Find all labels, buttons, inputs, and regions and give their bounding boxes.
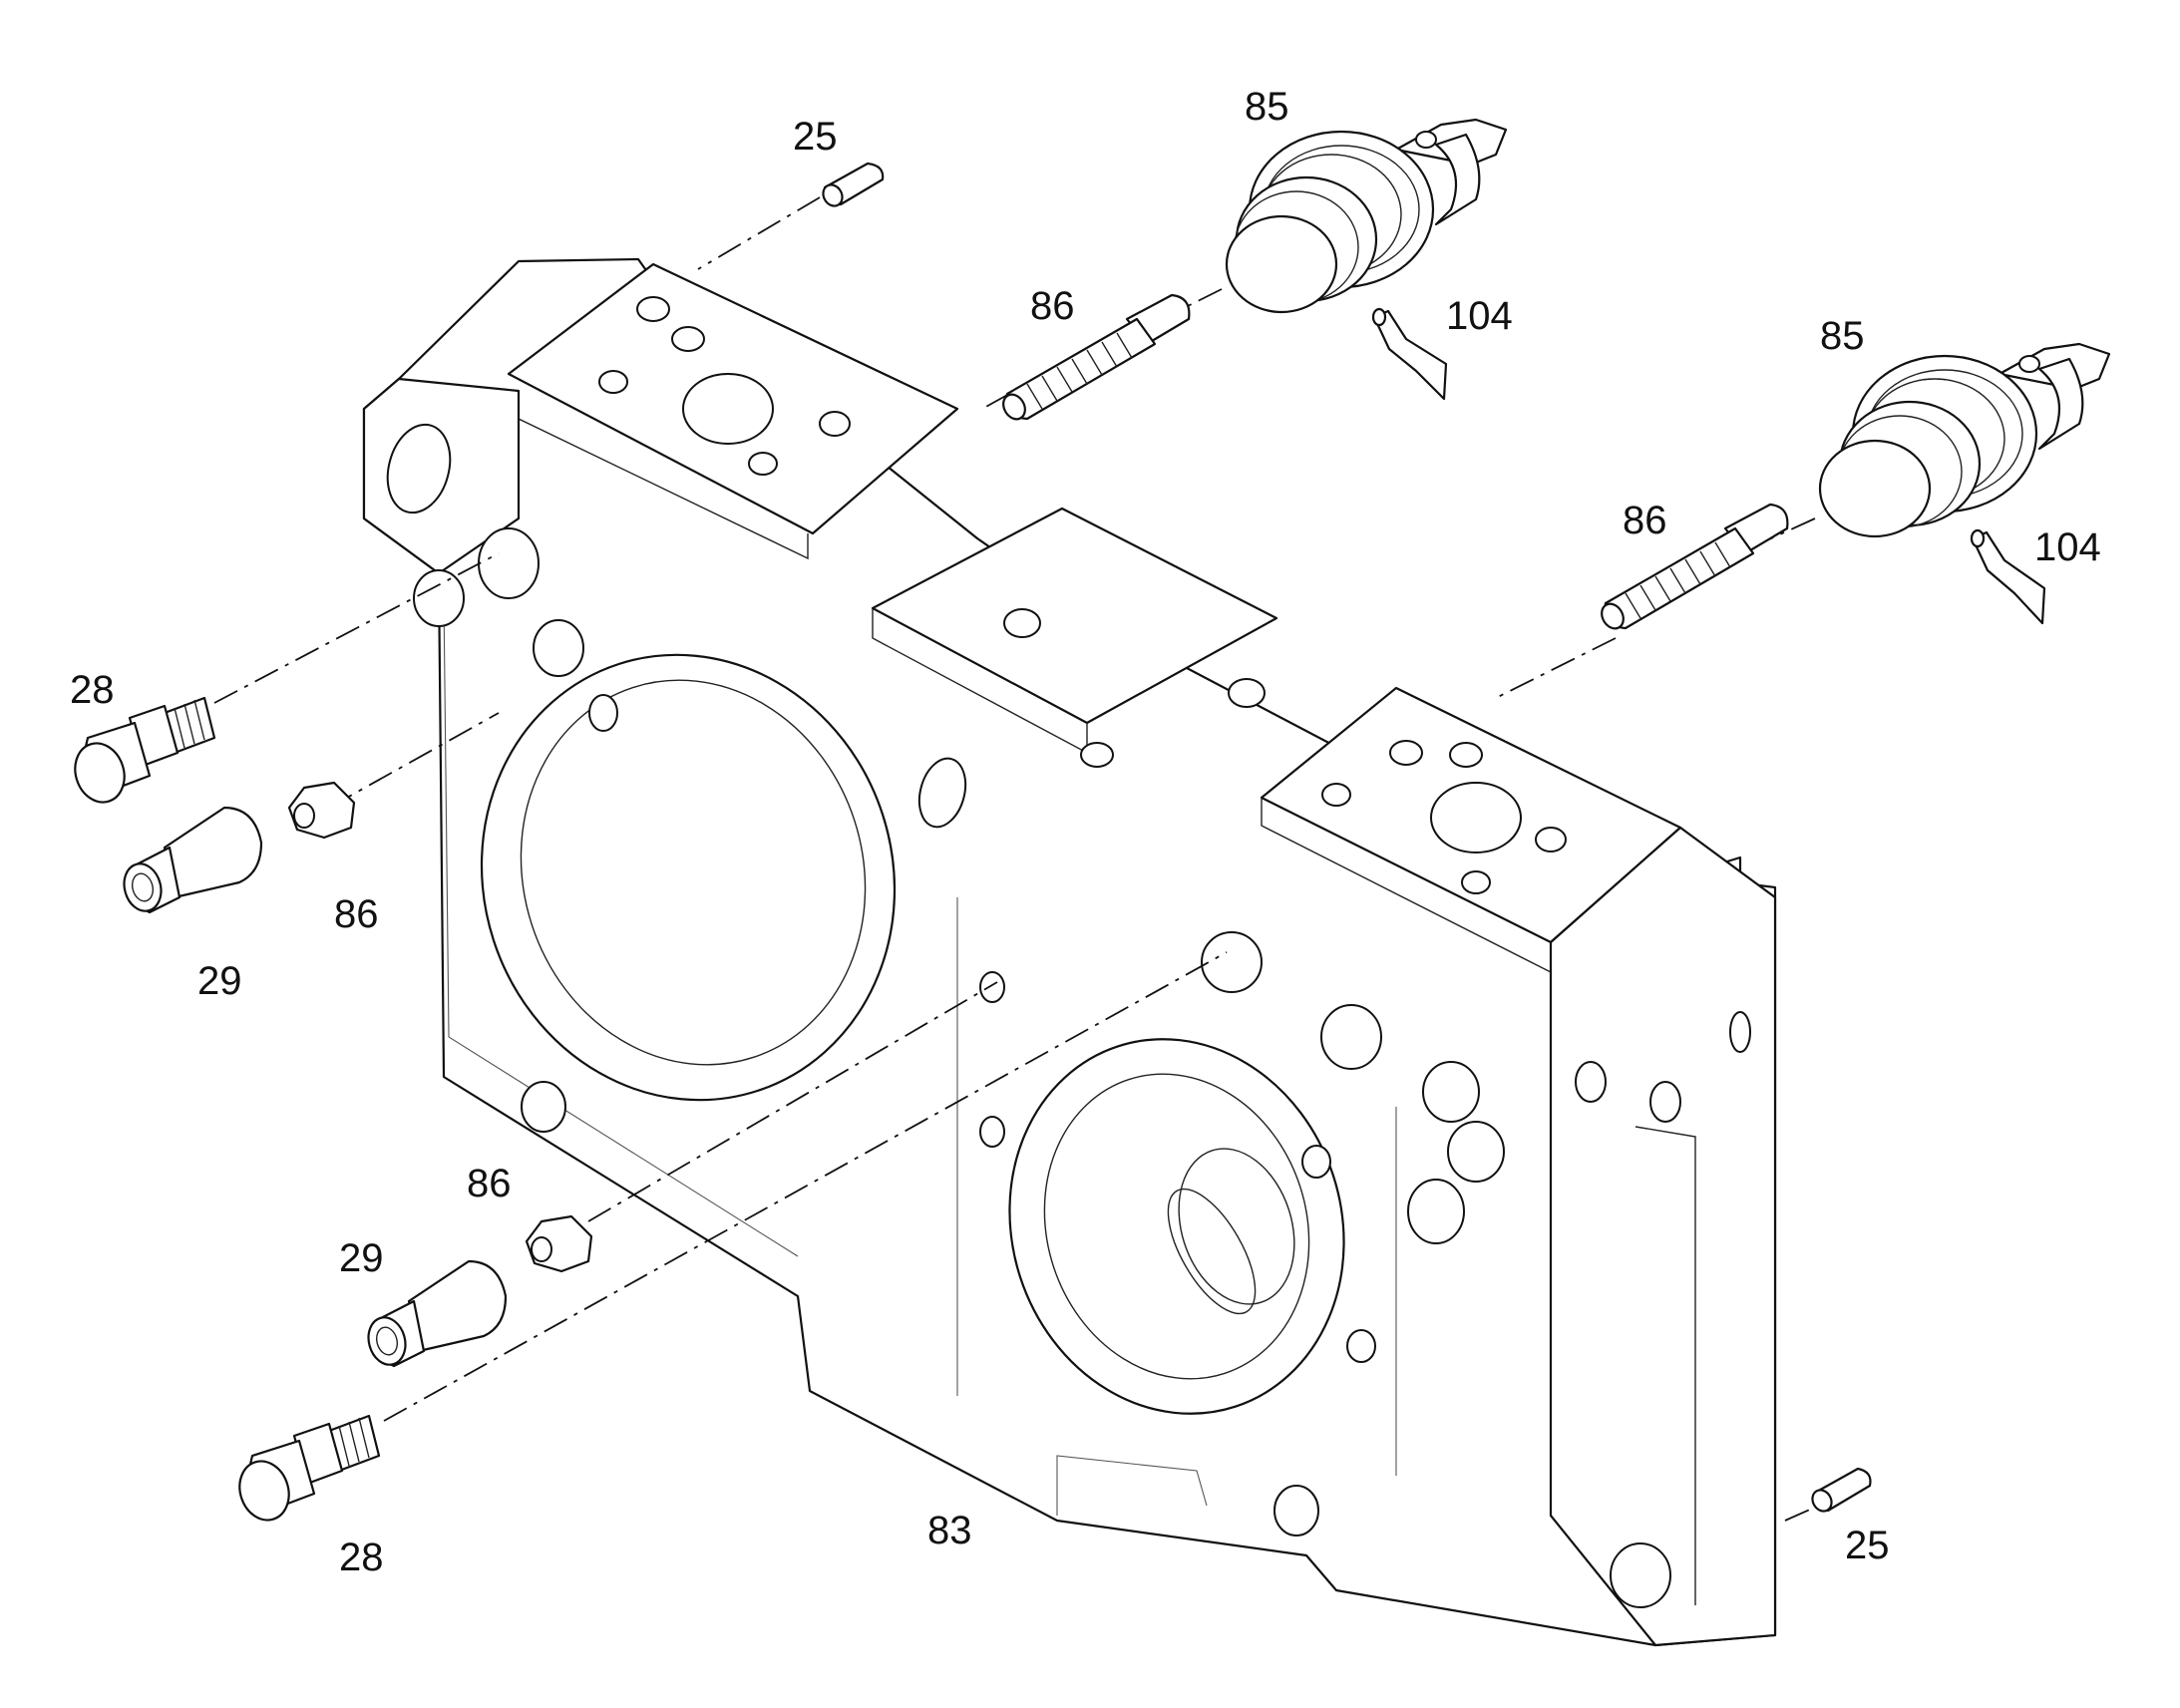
callout-28-bottom: 28 [339, 1536, 384, 1579]
callout-104-top: 104 [1446, 294, 1513, 338]
fitting-bottom [238, 1414, 381, 1522]
nozzle-bottom [367, 1259, 508, 1368]
spring-right [1601, 503, 1789, 630]
callout-29-left: 29 [197, 959, 242, 1003]
plug-right [1818, 342, 2111, 538]
callout-25-bottom: 25 [1845, 1524, 1890, 1567]
callout-28-left: 28 [70, 668, 115, 712]
hex-nut-left [287, 781, 356, 840]
callout-86-top: 86 [1030, 284, 1075, 328]
housing-bores [480, 653, 1345, 1415]
spring-top [1002, 293, 1191, 421]
callout-104-right: 104 [2034, 525, 2101, 569]
callout-labels: 25 85 86 104 85 86 104 28 86 29 86 29 83… [70, 85, 2101, 1579]
callout-83-housing: 83 [927, 1509, 972, 1552]
nozzle-left [123, 806, 263, 914]
callout-86-bottom: 86 [467, 1162, 512, 1205]
plug-top [1225, 118, 1508, 314]
housing-holes [386, 296, 1751, 1608]
callout-25-top: 25 [793, 115, 838, 159]
clip-right [1970, 528, 2046, 625]
callout-86-right: 86 [1623, 499, 1667, 542]
dowel-pin-top [822, 162, 885, 207]
fitting-left [74, 696, 216, 804]
leader-lines [213, 196, 1831, 1522]
clip-top [1371, 307, 1448, 401]
dowel-pin-bottom [1811, 1467, 1872, 1513]
callout-85-top: 85 [1245, 85, 1289, 129]
callout-85-right: 85 [1820, 314, 1865, 358]
callout-86-left: 86 [334, 892, 379, 936]
callout-29-bottom: 29 [339, 1236, 384, 1280]
hex-nut-bottom [525, 1214, 593, 1273]
